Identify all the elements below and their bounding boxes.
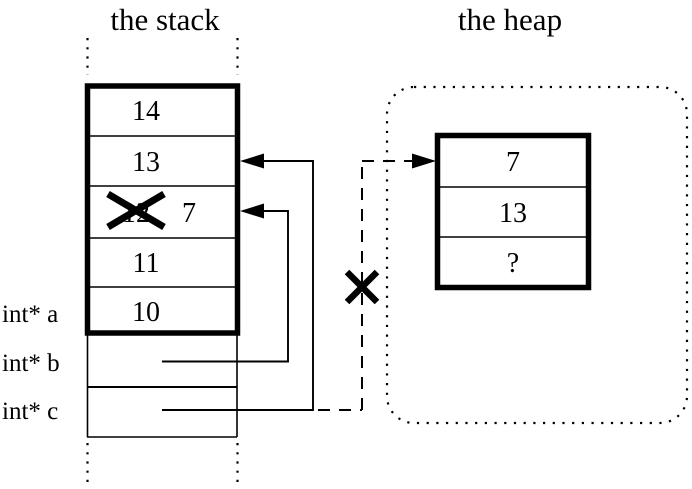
heap-cell-value: 13 (499, 198, 527, 229)
heap-cell-value: ? (507, 248, 519, 279)
heap-cell-value: 7 (506, 147, 520, 178)
dangling-heap-arrow (318, 153, 436, 411)
heap-block-box (434, 132, 592, 291)
invalid-pointer-x-icon (344, 269, 380, 305)
stack-cell-value: 14 (132, 96, 160, 127)
pointer-c-arrow (162, 153, 314, 411)
stack-cell-value: 10 (132, 297, 160, 328)
pointer-label-a: int* a (2, 301, 58, 328)
arrowhead-left-icon (240, 153, 264, 169)
arrowhead-left-icon (240, 203, 264, 219)
stack-cell-new-value: 7 (182, 198, 196, 229)
arrowhead-right-icon (412, 153, 436, 169)
heap-title: the heap (458, 2, 562, 37)
stack-title: the stack (110, 2, 220, 37)
stack-cell-value: 11 (133, 248, 160, 279)
pointer-label-b: int* b (2, 350, 60, 377)
stack-frame-box (84, 83, 241, 336)
stack-cell-value: 13 (132, 147, 160, 178)
pointer-b-arrow (162, 203, 289, 363)
pointer-label-c: int* c (2, 398, 58, 425)
cross-out-x-icon (106, 190, 166, 231)
